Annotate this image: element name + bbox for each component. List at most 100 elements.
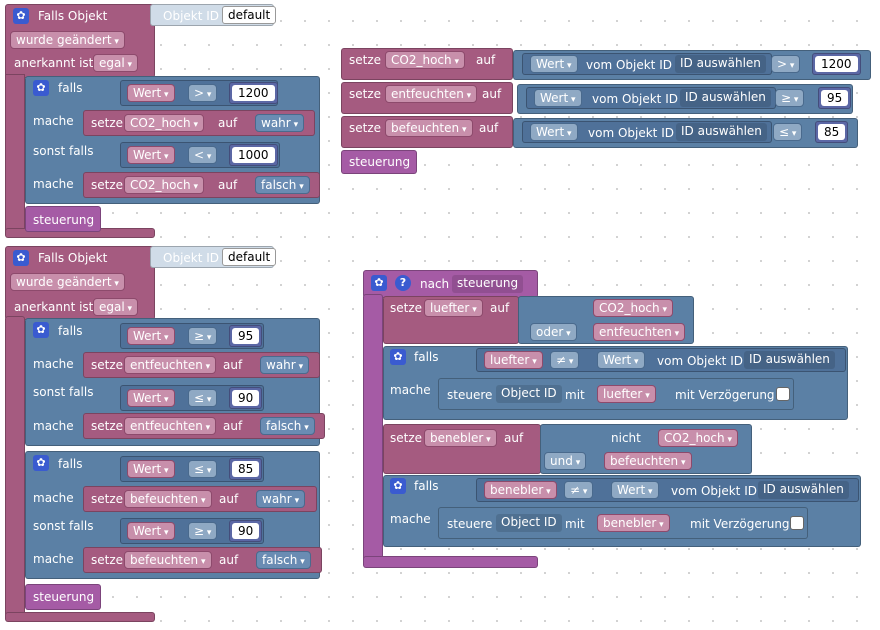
call-steuerung-block[interactable] bbox=[25, 206, 101, 232]
field-dropdown[interactable]: Wert bbox=[127, 460, 175, 478]
field-dropdown[interactable]: Wert bbox=[530, 55, 578, 73]
number-input[interactable]: 1200 bbox=[229, 82, 278, 104]
number-input[interactable]: 90 bbox=[229, 520, 263, 542]
operator-dropdown[interactable]: ≠ bbox=[564, 481, 594, 499]
id-select[interactable]: ID auswählen bbox=[676, 123, 767, 141]
variable-dropdown[interactable]: entfeuchten bbox=[124, 356, 217, 374]
variable-dropdown[interactable]: benebler bbox=[424, 429, 497, 447]
function-header[interactable] bbox=[363, 270, 538, 298]
do-label: mache bbox=[33, 552, 74, 566]
gear-icon[interactable]: ✿ bbox=[390, 349, 406, 365]
gear-icon[interactable]: ✿ bbox=[33, 455, 49, 471]
object-id-field[interactable]: Object ID bbox=[496, 514, 562, 532]
operator-dropdown[interactable]: ≥ bbox=[188, 327, 218, 345]
variable-dropdown[interactable]: benebler bbox=[597, 514, 670, 532]
operator-dropdown[interactable]: ≥ bbox=[188, 522, 218, 540]
operator-dropdown[interactable]: ≥ bbox=[775, 89, 805, 107]
boolean-dropdown[interactable]: falsch bbox=[260, 417, 315, 435]
variable-dropdown[interactable]: CO2_hoch bbox=[124, 176, 204, 194]
variable-dropdown[interactable]: luefter bbox=[424, 299, 483, 317]
number-input[interactable]: 95 bbox=[818, 87, 852, 109]
or-dropdown[interactable]: oder bbox=[530, 323, 577, 341]
object-id-value[interactable]: default bbox=[222, 248, 277, 266]
if-label: falls bbox=[58, 81, 83, 95]
id-select[interactable]: ID auswählen bbox=[675, 55, 766, 73]
call-label: steuerung bbox=[33, 213, 95, 227]
gear-icon[interactable]: ✿ bbox=[33, 322, 49, 338]
variable-dropdown[interactable]: befeuchten bbox=[124, 490, 212, 508]
delay-checkbox[interactable] bbox=[790, 516, 804, 530]
to-label: auf bbox=[479, 121, 499, 135]
number-input[interactable]: 1200 bbox=[812, 53, 861, 75]
do-label: mache bbox=[33, 357, 74, 371]
field-dropdown[interactable]: Wert bbox=[530, 123, 578, 141]
variable-dropdown[interactable]: CO2_hoch bbox=[385, 51, 465, 69]
changed-dropdown[interactable]: wurde geändert bbox=[10, 273, 125, 291]
id-select[interactable]: ID auswählen bbox=[680, 89, 771, 107]
ack-dropdown[interactable]: egal bbox=[93, 298, 139, 316]
variable-entfeuchten[interactable]: entfeuchten bbox=[593, 323, 686, 341]
number-input[interactable]: 85 bbox=[229, 458, 263, 480]
field-dropdown[interactable]: Wert bbox=[127, 146, 175, 164]
operator-dropdown[interactable]: ≠ bbox=[550, 351, 580, 369]
field-dropdown[interactable]: Wert bbox=[127, 327, 175, 345]
number-input[interactable]: 90 bbox=[229, 387, 263, 409]
field-dropdown[interactable]: Wert bbox=[127, 389, 175, 407]
if-label: falls bbox=[58, 324, 83, 338]
operator-dropdown[interactable]: < bbox=[188, 146, 218, 164]
variable-dropdown[interactable]: befeuchten bbox=[385, 119, 473, 137]
delay-checkbox[interactable] bbox=[776, 387, 790, 401]
gear-icon[interactable]: ✿ bbox=[13, 8, 29, 24]
variable-dropdown[interactable]: entfeuchten bbox=[124, 417, 217, 435]
to-label: auf bbox=[219, 492, 239, 506]
function-name[interactable]: steuerung bbox=[452, 275, 524, 293]
variable-co2[interactable]: CO2_hoch bbox=[658, 429, 738, 447]
number-input[interactable]: 1000 bbox=[229, 144, 278, 166]
operator-dropdown[interactable]: > bbox=[771, 55, 801, 73]
object-id-value[interactable]: default bbox=[222, 6, 277, 24]
id-select[interactable]: ID auswählen bbox=[758, 481, 849, 499]
operator-dropdown[interactable]: > bbox=[188, 84, 218, 102]
do-label: mache bbox=[390, 383, 431, 397]
variable-dropdown[interactable]: luefter bbox=[484, 351, 543, 369]
gear-icon[interactable]: ✿ bbox=[390, 478, 406, 494]
gear-icon[interactable]: ✿ bbox=[33, 80, 49, 96]
field-dropdown[interactable]: Wert bbox=[611, 481, 659, 499]
variable-befeuchten[interactable]: befeuchten bbox=[604, 452, 692, 470]
call-steuerung-block[interactable] bbox=[341, 150, 417, 174]
field-dropdown[interactable]: Wert bbox=[127, 84, 175, 102]
variable-co2[interactable]: CO2_hoch bbox=[593, 299, 673, 317]
gear-icon[interactable]: ✿ bbox=[13, 250, 29, 266]
number-input[interactable]: 95 bbox=[229, 325, 263, 347]
field-dropdown[interactable]: Wert bbox=[127, 522, 175, 540]
boolean-dropdown[interactable]: falsch bbox=[256, 551, 311, 569]
variable-dropdown[interactable]: luefter bbox=[597, 385, 656, 403]
object-id-field[interactable]: Object ID bbox=[496, 385, 562, 403]
set-label: setze bbox=[349, 87, 382, 101]
operator-dropdown[interactable]: ≤ bbox=[188, 460, 218, 478]
from-object-label: vom Objekt ID bbox=[586, 58, 672, 72]
number-input[interactable]: 85 bbox=[815, 121, 849, 143]
ack-dropdown[interactable]: egal bbox=[93, 54, 139, 72]
value-from-object[interactable] bbox=[522, 121, 772, 143]
operator-dropdown[interactable]: ≤ bbox=[773, 123, 803, 141]
variable-dropdown[interactable]: benebler bbox=[484, 481, 557, 499]
changed-dropdown[interactable]: wurde geändert bbox=[10, 31, 125, 49]
field-dropdown[interactable]: Wert bbox=[597, 351, 645, 369]
boolean-dropdown[interactable]: falsch bbox=[255, 176, 310, 194]
gear-icon[interactable]: ✿ bbox=[371, 275, 387, 291]
id-select[interactable]: ID auswählen bbox=[744, 351, 835, 369]
boolean-dropdown[interactable]: wahr bbox=[255, 114, 305, 132]
variable-dropdown[interactable]: entfeuchten bbox=[385, 85, 478, 103]
do-label: mache bbox=[33, 114, 74, 128]
call-label: steuerung bbox=[349, 155, 411, 169]
help-icon[interactable]: ? bbox=[395, 275, 411, 291]
variable-dropdown[interactable]: CO2_hoch bbox=[124, 114, 204, 132]
field-dropdown[interactable]: Wert bbox=[534, 89, 582, 107]
operator-dropdown[interactable]: ≤ bbox=[188, 389, 218, 407]
boolean-dropdown[interactable]: wahr bbox=[260, 356, 310, 374]
call-steuerung-block[interactable] bbox=[25, 584, 101, 610]
boolean-dropdown[interactable]: wahr bbox=[256, 490, 306, 508]
and-dropdown[interactable]: und bbox=[544, 452, 587, 470]
variable-dropdown[interactable]: befeuchten bbox=[124, 551, 212, 569]
